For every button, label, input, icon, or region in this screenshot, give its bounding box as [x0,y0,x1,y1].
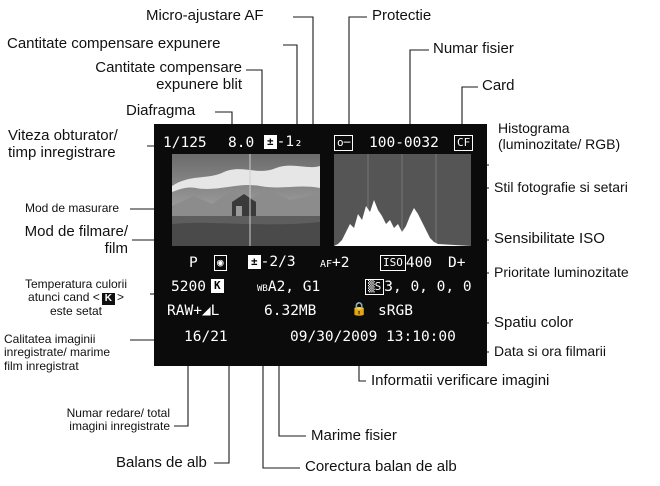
label-stil-fotografie: Stil fotografie si setari [494,180,628,196]
protect-icon: o─ [334,135,353,151]
flash-compensation-value: -2/3 [261,254,296,270]
photo-thumbnail [172,154,320,246]
label-calitatea-imaginii: Calitatea imaginii inregistrate/ marime … [4,333,110,373]
exposure-compensation-value: -1₂ [277,134,303,150]
color-space-value: sRGB [378,304,413,319]
lock-icon: 🔒 [351,303,367,316]
label-corectura-balan: Corectura balan de alb [305,459,457,476]
white-balance-correction: WBA2, G1 [257,280,320,295]
label-sensibilitate-iso: Sensibilitate ISO [494,231,605,248]
histogram [334,154,471,246]
flash-compensation-icon: ± [248,255,261,269]
file-size-value: 6.32MB [264,304,316,319]
file-number-value: 100-0032 [369,136,439,151]
label-numar-fisier: Numar fisier [433,41,514,58]
label-cantitate-compensare-expunere: Cantitate compensare expunere [7,36,220,53]
shooting-mode-value: P [189,256,198,271]
kelvin-icon: K [102,293,115,305]
label-mod-de-masurare: Mod de masurare [25,202,119,215]
flash-exposure-compensation: ±-2/3 [248,255,296,270]
exposure-compensation: ±-1₂ [264,135,303,150]
playback-count-value: 16/21 [184,330,228,345]
iso-value: 400 [406,255,432,271]
label-spatiu-color: Spatiu color [494,315,573,332]
white-balance-correction-value: A2, G1 [268,279,320,295]
image-quality-value: RAW+◢L [167,304,219,319]
picture-style-icon: ▒S [365,279,384,295]
label-card: Card [482,78,515,95]
aperture-value: 8.0 [228,136,254,151]
label-diafragma: Diafragma [126,103,195,120]
label-prioritate-luminozitate: Prioritate luminozitate [494,265,629,281]
lcd-screen: 1/125 8.0 ±-1₂ o─ 100-0032 CF [154,124,487,366]
shutter-speed-value: 1/125 [163,136,207,151]
label-informatii-verificare: Informatii verificare imagini [371,373,549,390]
label-cantitate-compensare-blit: Cantitate compensare expunere blit [24,60,242,94]
label-viteza-obturator: Viteza obturator/ timp inregistrare [8,128,118,162]
af-micro-value: +2 [332,255,349,271]
label-micro-ajustare-af: Micro-ajustare AF [146,8,264,25]
card-icon: CF [454,135,473,151]
white-balance-icon: WB [257,284,268,294]
picture-style-value: 3, 0, 0, 0 [384,279,471,295]
highlight-priority-value: D+ [448,256,465,271]
label-marime-fisier: Marime fisier [311,428,397,445]
metering-icon: ◉ [214,255,227,271]
exposure-compensation-icon: ± [264,135,277,149]
label-protectie: Protectie [372,8,431,25]
color-temperature-value: 5200 [171,280,206,295]
label-numar-redare: Numar redare/ total imagini inregistrate [20,407,170,434]
af-microadjustment: AF+2 [320,256,350,271]
label-mod-de-filmare: Mod de filmare/ film [8,224,128,258]
date-time-value: 09/30/2009 13:10:00 [290,330,456,345]
iso-icon: ISO [380,255,406,271]
label-balans-de-alb: Balans de alb [116,455,207,472]
label-data-si-ora: Data si ora filmarii [494,344,606,360]
af-micro-icon: AF [320,259,332,270]
label-histograma: Histograma (luminozitate/ RGB) [498,121,620,152]
label-temperatura-culorii: Temperatura culorii atunci cand <K> este… [3,278,149,319]
kelvin-icon: K [211,279,224,294]
